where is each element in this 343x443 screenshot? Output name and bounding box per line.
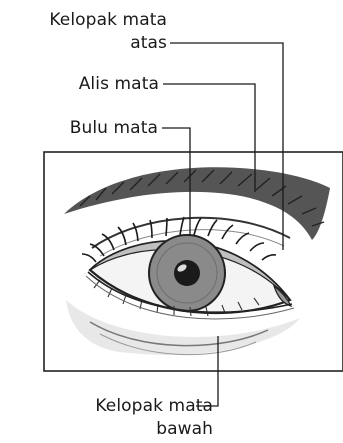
label-lower-eyelid-line2: bawah bbox=[156, 419, 213, 439]
label-upper-eyelid-line1: Kelopak mata bbox=[49, 10, 167, 30]
label-upper-eyelid-line2: atas bbox=[130, 33, 167, 53]
label-eyelashes: Bulu mata bbox=[70, 118, 158, 138]
pupil bbox=[174, 260, 200, 286]
label-lower-eyelid-line1: Kelopak mata bbox=[95, 396, 213, 416]
label-eyebrow: Alis mata bbox=[79, 74, 159, 94]
